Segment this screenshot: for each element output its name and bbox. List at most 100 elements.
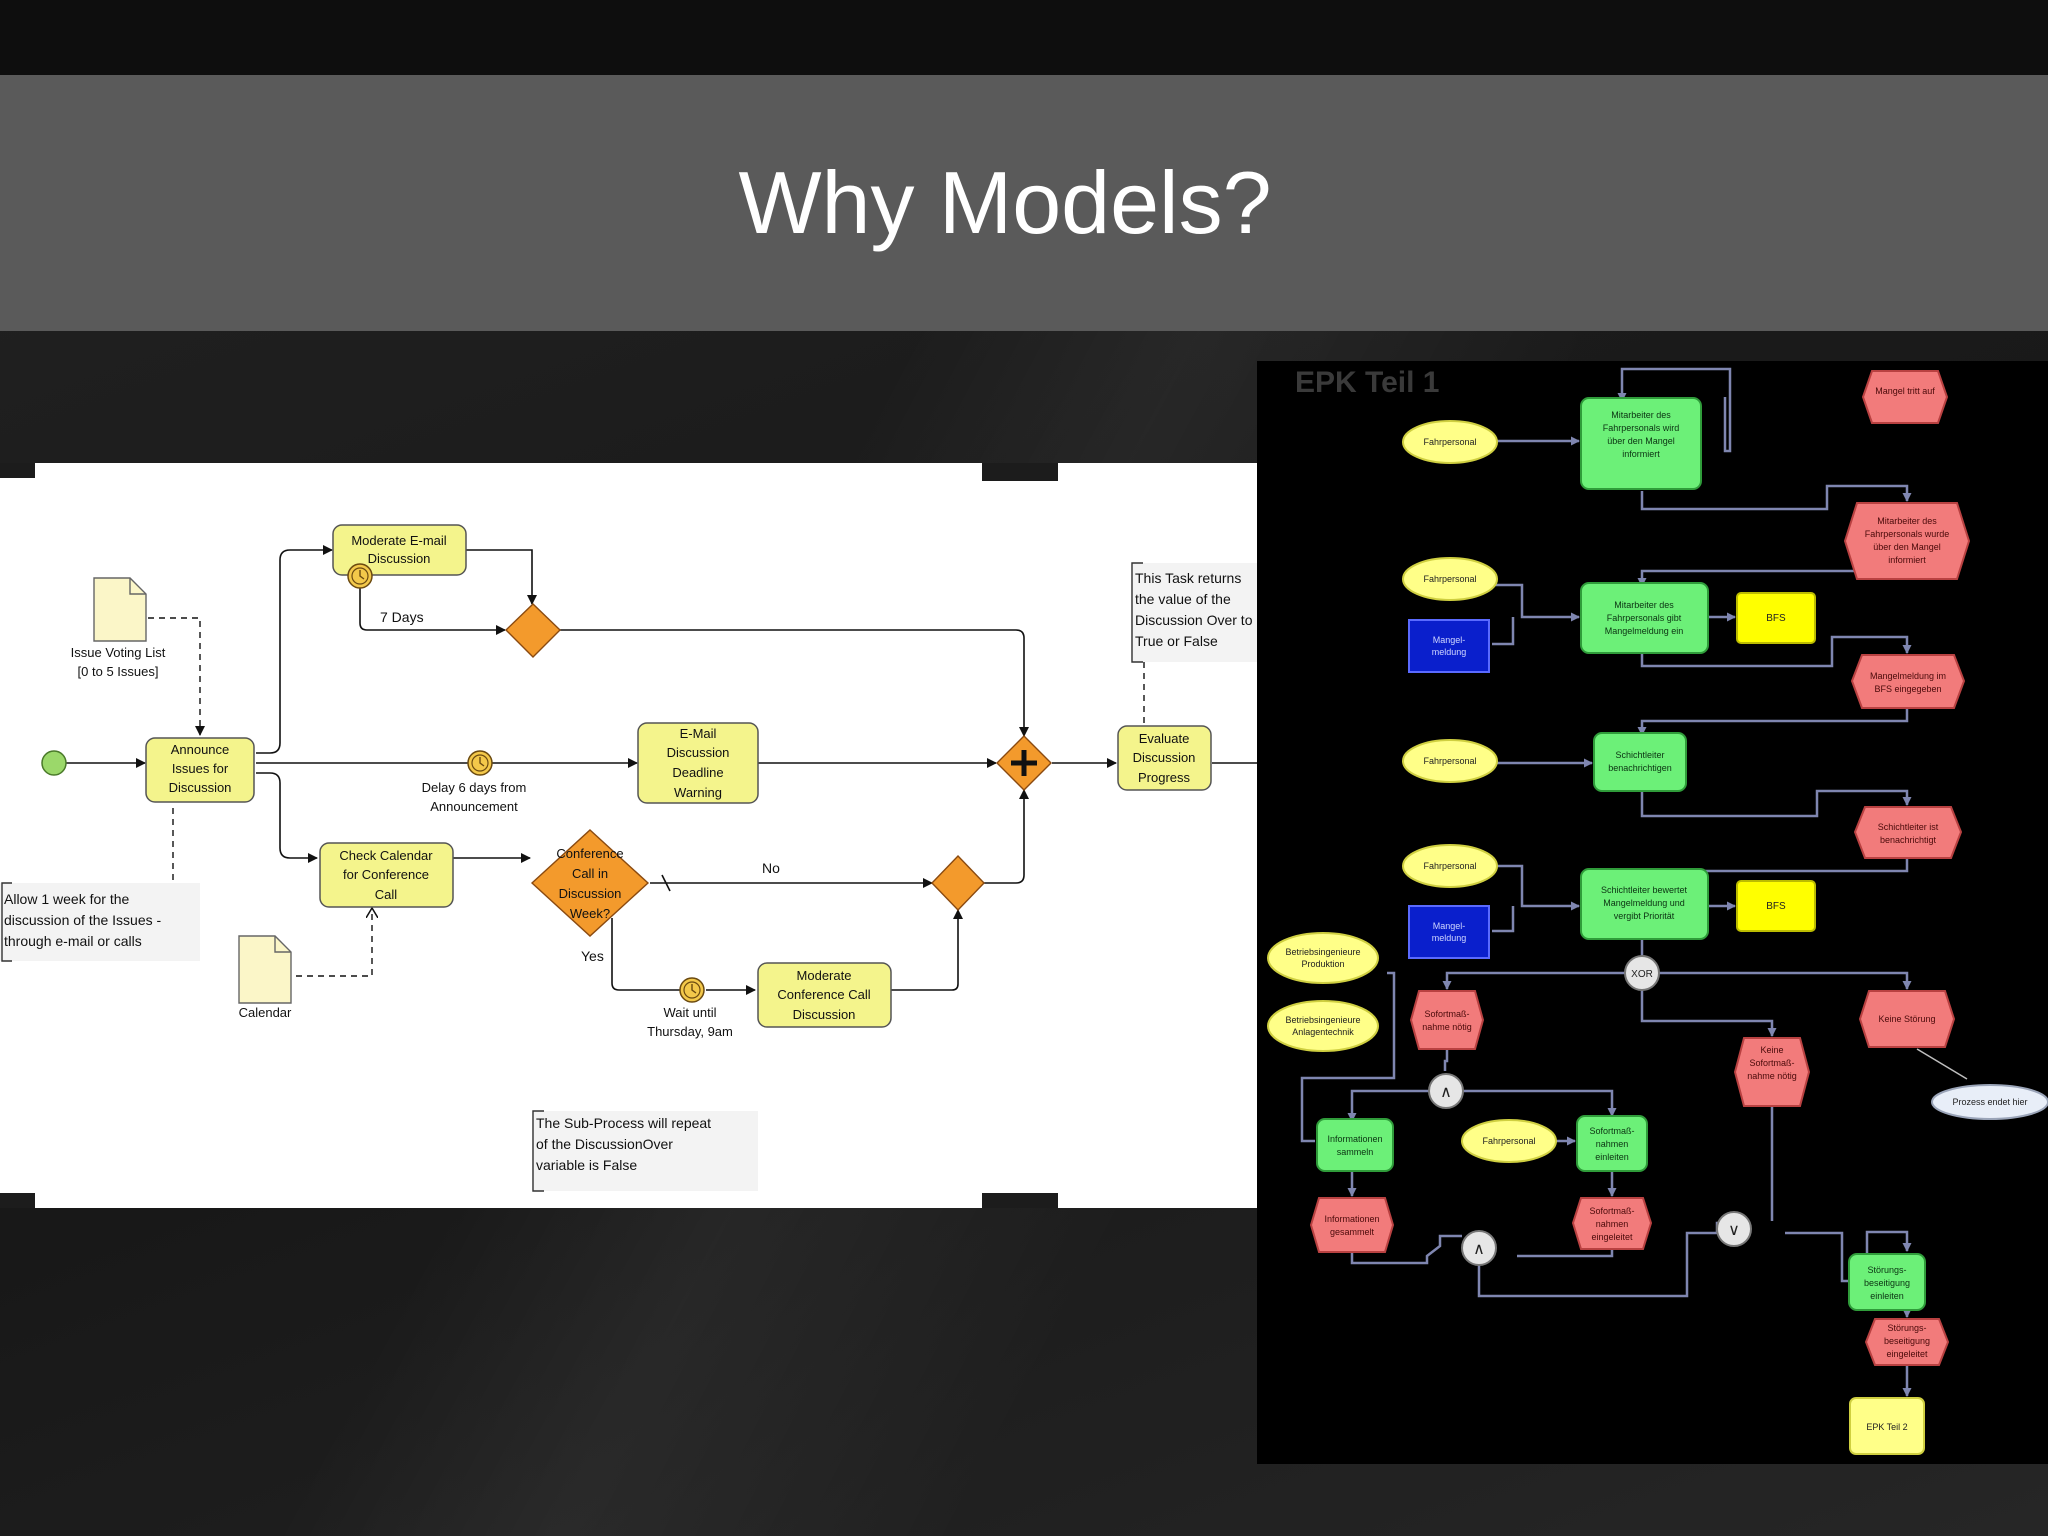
slide-title: Why Models? [738, 153, 1272, 252]
info-l1: Mangel- [1433, 635, 1466, 645]
arc-org-f2 [1493, 583, 1580, 622]
f6-l1: Sofortmaß- [1589, 1126, 1634, 1136]
arc-org-f5 [1300, 971, 1396, 1143]
e9-l2: nahmen [1596, 1219, 1629, 1229]
task-announce-l3: Discussion [169, 780, 232, 795]
org-label: Fahrpersonal [1482, 1136, 1535, 1146]
arc-f2-e3 [1640, 635, 1912, 668]
label-7-days: 7 Days [380, 609, 424, 625]
flow-moderate-gateway [466, 549, 537, 605]
org-anlagen-l1: Betriebsingenieure [1285, 1015, 1360, 1025]
f1-l2: Fahrpersonals wird [1603, 423, 1680, 433]
task-returns-l4: True or False [1135, 633, 1218, 649]
allow-week-l3: through e-mail or calls [4, 933, 142, 949]
e2-l1: Mitarbeiter des [1877, 516, 1937, 526]
f7-l2: beseitigung [1864, 1278, 1910, 1288]
label-wait-l1: Wait until [664, 1005, 717, 1020]
flow-announce-check-calendar [256, 772, 318, 863]
epk-diagram: EPK Teil 1 [1267, 366, 2048, 1455]
task-announce-l2: Issues for [172, 761, 229, 776]
org-unit-betriebsing-anlagentechnik: Betriebsingenieure Anlagentechnik [1267, 1000, 1379, 1052]
exclusive-gateway-conference: Conference Call in Discussion Week? [530, 829, 650, 937]
system-bfs-2: BFS [1736, 880, 1816, 932]
task-evaluate-l2: Discussion [1133, 750, 1196, 765]
panel-notch-bl [0, 1193, 35, 1208]
e4-l2: benachrichtigt [1880, 835, 1937, 845]
epk-diagram-panel: EPK Teil 1 [1257, 361, 2048, 1464]
e10-l1: Störungs- [1887, 1323, 1926, 1333]
bfs-label: BFS [1766, 613, 1786, 624]
f1-l3: über den Mangel [1607, 436, 1675, 446]
org-unit-fahrpersonal-4: Fahrpersonal [1402, 844, 1498, 888]
task-returns-l3: Discussion Over to [1135, 612, 1253, 628]
system-bfs-1: BFS [1736, 592, 1816, 644]
bfs-label: BFS [1766, 901, 1786, 912]
f4-l3: vergibt Priorität [1614, 911, 1675, 921]
f7-l3: einleiten [1870, 1291, 1904, 1301]
event-e10: Störungs- beseitigung eingeleitet [1864, 1318, 1950, 1366]
e2-l3: über den Mangel [1873, 542, 1941, 552]
connector-xor: XOR [1624, 955, 1660, 991]
task-returns-l1: This Task returns [1135, 570, 1241, 586]
or-label: ∨ [1728, 1222, 1740, 1239]
parallel-gateway [996, 735, 1052, 791]
arc-xor-e6 [1640, 989, 1777, 1037]
event-e1: Mangel tritt auf [1861, 370, 1949, 424]
panel-notch-tl [0, 463, 35, 478]
task-calendar-l3: Call [375, 887, 398, 902]
e10-l3: eingeleitet [1886, 1349, 1928, 1359]
voting-list-l1: Issue Voting List [71, 645, 166, 660]
task-moderate-email: Moderate E-mail Discussion [332, 524, 467, 576]
arc-f1-e2 [1640, 484, 1912, 511]
e5-l2: nahme nötig [1422, 1022, 1472, 1032]
annotation-allow-week: Allow 1 week for the discussion of the I… [0, 882, 200, 962]
annotation-task-returns: This Task returns the value of the Discu… [1131, 562, 1260, 663]
e3-l1: Mangelmeldung im [1870, 671, 1946, 681]
panel-notch-tm [982, 463, 1058, 481]
e1-label: Mangel tritt auf [1875, 386, 1935, 396]
f6-l2: nahmen [1596, 1139, 1629, 1149]
e6-l3: nahme nötig [1747, 1071, 1797, 1081]
task-evaluate-l3: Progress [1138, 770, 1191, 785]
task-calendar-l2: for Conference [343, 867, 429, 882]
org-produktion-l1: Betriebsingenieure [1285, 947, 1360, 957]
arc-info-f4 [1492, 906, 1515, 933]
e8-l1: Informationen [1324, 1214, 1379, 1224]
org-label: Fahrpersonal [1423, 574, 1476, 584]
arc-e8-and [1350, 1234, 1462, 1265]
gateway-question-l3: Discussion [559, 886, 622, 901]
allow-week-l1: Allow 1 week for the [4, 891, 129, 907]
bpmn-diagram: Moderate E-mail Discussion Announce Issu… [0, 463, 1260, 1208]
flow-merge-parallel [984, 789, 1029, 884]
task-evaluate-l1: Evaluate [1139, 731, 1190, 746]
f1-l4: informiert [1622, 449, 1660, 459]
e6-l2: Sofortmaß- [1749, 1058, 1794, 1068]
connector-and-join: ∧ [1461, 1230, 1497, 1266]
f2-l3: Mangelmeldung ein [1605, 626, 1684, 636]
f4-l1: Schichtleiter bewertet [1601, 885, 1688, 895]
next-page-label: EPK Teil 2 [1866, 1422, 1907, 1432]
function-f3: Schichtleiter benachrichtigen [1593, 732, 1687, 792]
label-no: No [762, 860, 780, 876]
task-moderate-email-l2: Discussion [368, 551, 431, 566]
exclusive-gateway-email [505, 603, 561, 658]
xor-label: XOR [1631, 969, 1653, 980]
event-e7: Keine Störung [1858, 990, 1956, 1048]
function-f1: Mitarbeiter des Fahrpersonals wird über … [1580, 397, 1702, 490]
event-e5: Sofortmaß- nahme nötig [1409, 990, 1485, 1050]
task-announce-issues: Announce Issues for Discussion [145, 737, 255, 803]
arc-e1-f1 [1617, 367, 1732, 453]
org-unit-fahrpersonal-5: Fahrpersonal [1461, 1119, 1557, 1163]
arc-e3-f3 [1637, 708, 1909, 736]
subprocess-l3: variable is False [536, 1157, 637, 1173]
org-unit-fahrpersonal-2: Fahrpersonal [1402, 557, 1498, 601]
f4-l2: Mangelmeldung und [1603, 898, 1685, 908]
event-e6: Keine Sofortmaß- nahme nötig [1733, 1037, 1811, 1107]
task-email-deadline: E-Mail Discussion Deadline Warning [637, 722, 759, 804]
timer-event-7days [347, 563, 373, 589]
timer-event-delay [467, 750, 493, 776]
end-note: Prozess endet hier [1931, 1084, 2048, 1120]
flow-moderate-conf-merge [891, 909, 963, 991]
org-unit-fahrpersonal-3: Fahrpersonal [1402, 739, 1498, 783]
org-unit-fahrpersonal-1: Fahrpersonal [1402, 420, 1498, 464]
